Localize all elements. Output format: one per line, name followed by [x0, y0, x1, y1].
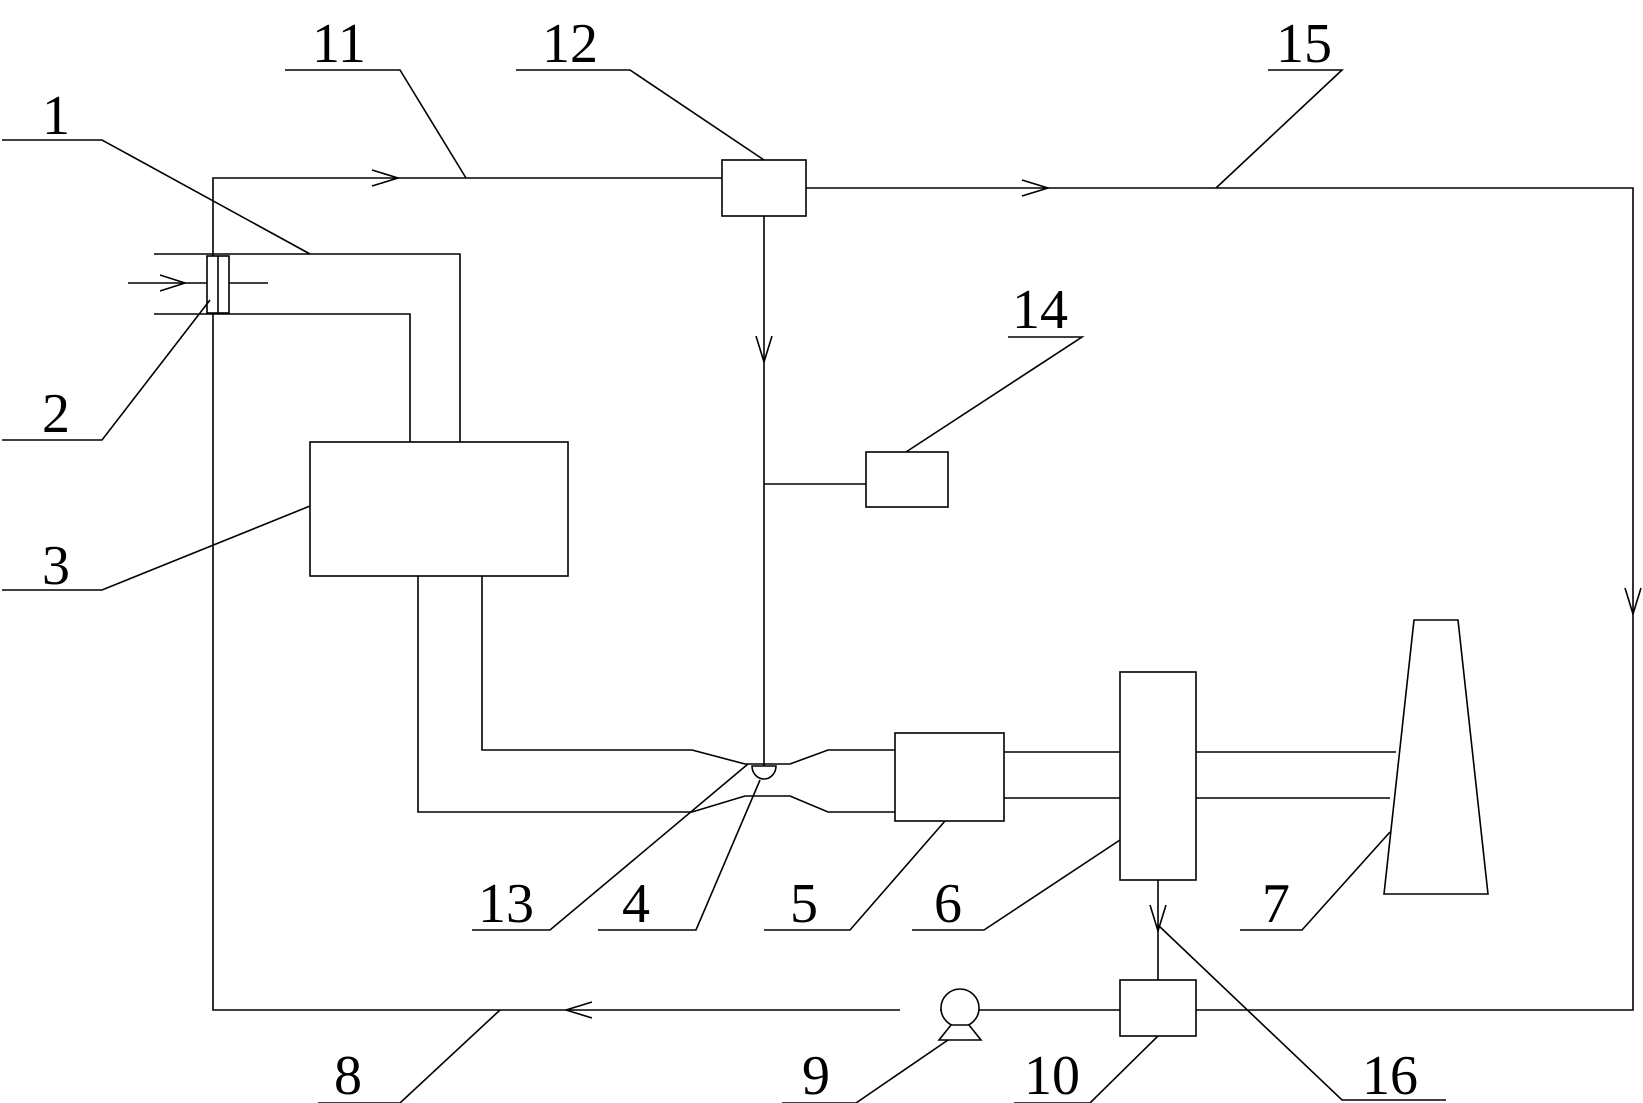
label-13: 13 — [478, 873, 534, 935]
label-4: 4 — [622, 873, 650, 935]
label-11: 11 — [312, 13, 366, 75]
pump-9-base — [937, 1024, 983, 1041]
label-15: 15 — [1276, 13, 1332, 75]
leader-4 — [598, 779, 761, 931]
leader-12 — [516, 69, 765, 161]
outlet-duct-bottom — [417, 576, 692, 813]
label-5: 5 — [790, 873, 818, 935]
inlet-duct-inner — [154, 313, 411, 442]
venturi-top — [691, 749, 895, 765]
arrow-line-11 — [371, 169, 401, 187]
unit-10 — [1119, 979, 1197, 1037]
arrow-injection-down — [755, 335, 773, 365]
unit-5 — [894, 732, 1005, 822]
return-line-8 — [212, 177, 900, 1011]
label-16: 16 — [1362, 1045, 1418, 1103]
unit-14 — [865, 451, 949, 508]
leader-14 — [905, 336, 1085, 453]
arrow-inlet-head — [159, 274, 188, 292]
label-8: 8 — [334, 1045, 362, 1103]
leader-9 — [782, 1039, 949, 1103]
arrow-line-15-down — [1624, 587, 1642, 617]
leader-1 — [2, 139, 311, 255]
unit-3 — [309, 441, 569, 577]
inlet-duct-outer — [154, 253, 461, 442]
label-3: 3 — [42, 535, 70, 597]
label-9: 9 — [802, 1045, 830, 1103]
leader-7 — [1240, 831, 1391, 931]
label-14: 14 — [1012, 279, 1068, 341]
label-2: 2 — [42, 383, 70, 445]
venturi-bottom — [691, 795, 895, 813]
unit-6 — [1119, 671, 1197, 881]
leader-5 — [764, 820, 946, 931]
splitter-12 — [721, 159, 807, 217]
leader-16 — [1157, 924, 1446, 1101]
leader-2 — [2, 299, 211, 441]
label-1: 1 — [42, 85, 70, 147]
line-15 — [806, 187, 1634, 1011]
label-6: 6 — [934, 873, 962, 935]
stack-7 — [1383, 619, 1489, 895]
leader-3 — [2, 505, 311, 591]
pump-9 — [940, 988, 980, 1028]
outlet-duct-top — [481, 576, 692, 751]
label-7: 7 — [1262, 873, 1290, 935]
leader-15 — [1215, 69, 1345, 189]
arrow-line-15 — [1021, 179, 1051, 197]
label-10: 10 — [1024, 1045, 1080, 1103]
leader-6 — [912, 839, 1121, 931]
leader-8 — [318, 1009, 501, 1103]
arrow-line-8-left — [563, 1001, 593, 1019]
label-12: 12 — [542, 13, 598, 75]
arrow-line-16-down — [1149, 904, 1167, 934]
nozzle-4 — [751, 765, 777, 780]
leader-13 — [472, 763, 749, 931]
leader-10 — [1014, 1035, 1159, 1103]
leader-11 — [285, 69, 467, 179]
